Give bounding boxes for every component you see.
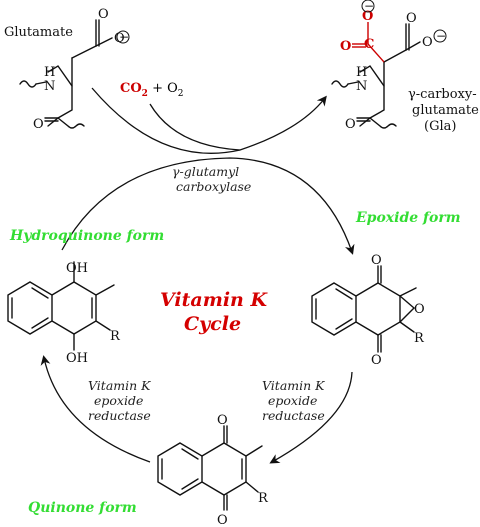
quinone-r: R: [258, 491, 269, 506]
gla-label-line1: γ-carboxy-: [408, 87, 477, 102]
glutamate-label: Glutamate: [4, 25, 73, 40]
epoxide-form-label: Epoxide form: [355, 210, 461, 226]
gla-structure: O − O C O O − H N O γ-carboxy- glutamate…: [331, 0, 479, 134]
gla-o-carboxyl: O: [422, 35, 433, 50]
reductase-right-line3: reductase: [262, 408, 325, 423]
carboxylase-label-line1: γ-glutamyl: [172, 164, 239, 179]
quinone-o-bottom: O: [217, 513, 228, 527]
glutamate-h: H: [44, 65, 55, 80]
gla-label-line3: (Gla): [424, 119, 456, 134]
gla-label-line2: glutamate: [412, 103, 479, 118]
glutamate-n: N: [44, 79, 55, 94]
co2-label: CO: [120, 81, 142, 96]
cycle-title-line2: Cycle: [184, 313, 241, 335]
glutamate-structure: Glutamate O O − H N O: [4, 7, 130, 132]
gla-n: N: [356, 79, 367, 94]
reagents-label: CO2 + O2: [120, 81, 184, 99]
plus-o2-label: + O: [148, 81, 178, 96]
gla-o-red-left: O: [340, 39, 351, 54]
epoxide-to-quinone-arrow: [269, 371, 353, 464]
gla-o-top-right: O: [406, 11, 417, 26]
epoxide-structure: O O O R: [311, 253, 425, 368]
gla-c-red: C: [364, 37, 374, 52]
gla-minus-top: −: [364, 0, 374, 13]
quinone-structure: O O R: [157, 413, 269, 527]
quinone-form-label: Quinone form: [28, 500, 137, 516]
gla-o-amide: O: [345, 117, 356, 132]
glutamate-o-amide: O: [33, 117, 44, 132]
epoxide-o-ring: O: [414, 302, 425, 317]
reductase-left-line2: epoxide: [94, 393, 143, 408]
hydroquinone-structure: OH OH R: [7, 261, 121, 366]
o2-subscript: 2: [178, 89, 184, 99]
quinone-to-hydroquinone-arrow: [40, 355, 151, 463]
glutamate-o-carboxyl: O: [114, 31, 125, 46]
co2-subscript: 2: [142, 89, 148, 99]
epoxide-o-top: O: [371, 253, 382, 268]
glutamate-o-top: O: [98, 7, 109, 22]
carboxylase-label-line2: carboxylase: [176, 179, 251, 194]
epoxide-r: R: [414, 331, 425, 346]
gla-o-red-top: O: [362, 9, 373, 24]
gla-minus-right: −: [436, 29, 446, 43]
reductase-left-line1: Vitamin K: [88, 378, 151, 393]
glutamate-minus: −: [119, 30, 129, 44]
hydroquinone-form-label: Hydroquinone form: [9, 228, 164, 244]
reagent-entry-arc: [149, 103, 241, 151]
hydroquinone-oh-top: OH: [66, 261, 88, 276]
reductase-left-line3: reductase: [88, 408, 151, 423]
reductase-right-line2: epoxide: [268, 393, 317, 408]
quinone-o-top: O: [217, 413, 228, 428]
gla-h: H: [356, 65, 367, 80]
hydroquinone-r: R: [110, 329, 121, 344]
carboxylation-arrow: [91, 87, 327, 154]
hydroquinone-to-epoxide-arrow: [61, 157, 355, 255]
hydroquinone-oh-bottom: OH: [66, 351, 88, 366]
epoxide-o-bottom: O: [371, 353, 382, 368]
reductase-right-line1: Vitamin K: [262, 378, 325, 393]
cycle-title-line1: Vitamin K: [160, 289, 268, 311]
